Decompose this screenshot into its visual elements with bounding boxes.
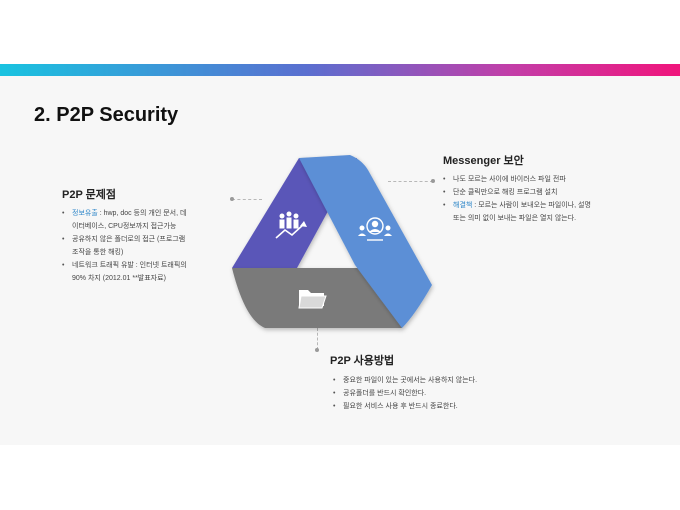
list-item: 공유하지 않은 폴더로의 접근 (프로그램 bbox=[62, 233, 227, 246]
list-item-text: 네트워크 트래픽 유발 : 인터넷 트래픽의 bbox=[72, 262, 187, 269]
list-item: 필요한 서비스 사용 후 반드시 종료한다. bbox=[333, 400, 553, 413]
right-section-list: 나도 모르는 사이에 바이러스 파일 전파 단순 클릭만으로 해킹 프로그램 설… bbox=[443, 173, 643, 225]
list-item-text: 단순 클릭만으로 해킹 프로그램 설치 bbox=[453, 189, 558, 196]
list-item-text: : hwp, doc 등의 개인 문서, 데 bbox=[97, 210, 187, 217]
list-item-text: 공유하지 않은 폴더로의 접근 (프로그램 bbox=[72, 236, 186, 243]
list-item-text: 또는 의미 없이 보내는 파일은 열지 않는다. bbox=[453, 215, 577, 222]
list-item: 네트워크 트래픽 유발 : 인터넷 트래픽의 bbox=[62, 259, 227, 272]
bottom-connector-dot bbox=[315, 348, 319, 352]
list-item: 정보유출 : hwp, doc 등의 개인 문서, 데 bbox=[62, 207, 227, 220]
list-item-continuation: 조작을 통한 해킹) bbox=[62, 246, 227, 259]
list-item: 해결책 : 모르는 사람이 보내오는 파일이나, 설명 bbox=[443, 199, 643, 212]
list-item-text: 공유폴더를 반드시 확인한다. bbox=[343, 390, 427, 397]
left-connector-line bbox=[232, 199, 262, 200]
list-item-text: 중요한 파일이 있는 곳에서는 사용하지 않는다. bbox=[343, 377, 478, 384]
list-item: 단순 클릭만으로 해킹 프로그램 설치 bbox=[443, 186, 643, 199]
folder-icon bbox=[298, 290, 327, 309]
bottom-connector-line bbox=[317, 328, 318, 350]
left-connector-dot bbox=[230, 197, 234, 201]
bottom-section-list: 중요한 파일이 있는 곳에서는 사용하지 않는다. 공유폴더를 반드시 확인한다… bbox=[333, 374, 553, 413]
list-item-continuation: 또는 의미 없이 보내는 파일은 열지 않는다. bbox=[443, 212, 643, 225]
people-growth-icon bbox=[275, 211, 307, 239]
list-item: 나도 모르는 사이에 바이러스 파일 전파 bbox=[443, 173, 643, 186]
list-item-continuation: 이터베이스, CPU정보까지 접근가능 bbox=[62, 220, 227, 233]
list-item: 중요한 파일이 있는 곳에서는 사용하지 않는다. bbox=[333, 374, 553, 387]
list-item-text: 필요한 서비스 사용 후 반드시 종료한다. bbox=[343, 403, 458, 410]
list-item-text: 나도 모르는 사이에 바이러스 파일 전파 bbox=[453, 176, 566, 183]
list-item-text: 90% 차지 (2012.01 **발표자료) bbox=[72, 275, 166, 282]
list-item-text: 이터베이스, CPU정보까지 접근가능 bbox=[72, 223, 177, 230]
solution-label: 해결책 bbox=[453, 202, 473, 209]
list-item-text: 조작을 통한 해킹) bbox=[72, 249, 124, 256]
left-section-list: 정보유출 : hwp, doc 등의 개인 문서, 데 이터베이스, CPU정보… bbox=[62, 207, 227, 285]
info-leak-label: 정보유출 bbox=[72, 210, 98, 217]
right-section-heading: Messenger 보안 bbox=[443, 155, 524, 167]
right-segment bbox=[299, 155, 432, 328]
page-title: 2. P2P Security bbox=[34, 104, 179, 126]
list-item: 공유폴더를 반드시 확인한다. bbox=[333, 387, 553, 400]
gradient-header-bar bbox=[0, 64, 680, 76]
right-connector-dot bbox=[431, 179, 435, 183]
right-connector-line bbox=[388, 181, 433, 182]
list-item-continuation: 90% 차지 (2012.01 **발표자료) bbox=[62, 272, 227, 285]
bottom-section-heading: P2P 사용방법 bbox=[330, 355, 395, 367]
team-network-icon bbox=[358, 217, 392, 241]
list-item-text: : 모르는 사람이 보내오는 파일이나, 설명 bbox=[472, 202, 591, 209]
left-section-heading: P2P 문제점 bbox=[62, 189, 117, 201]
